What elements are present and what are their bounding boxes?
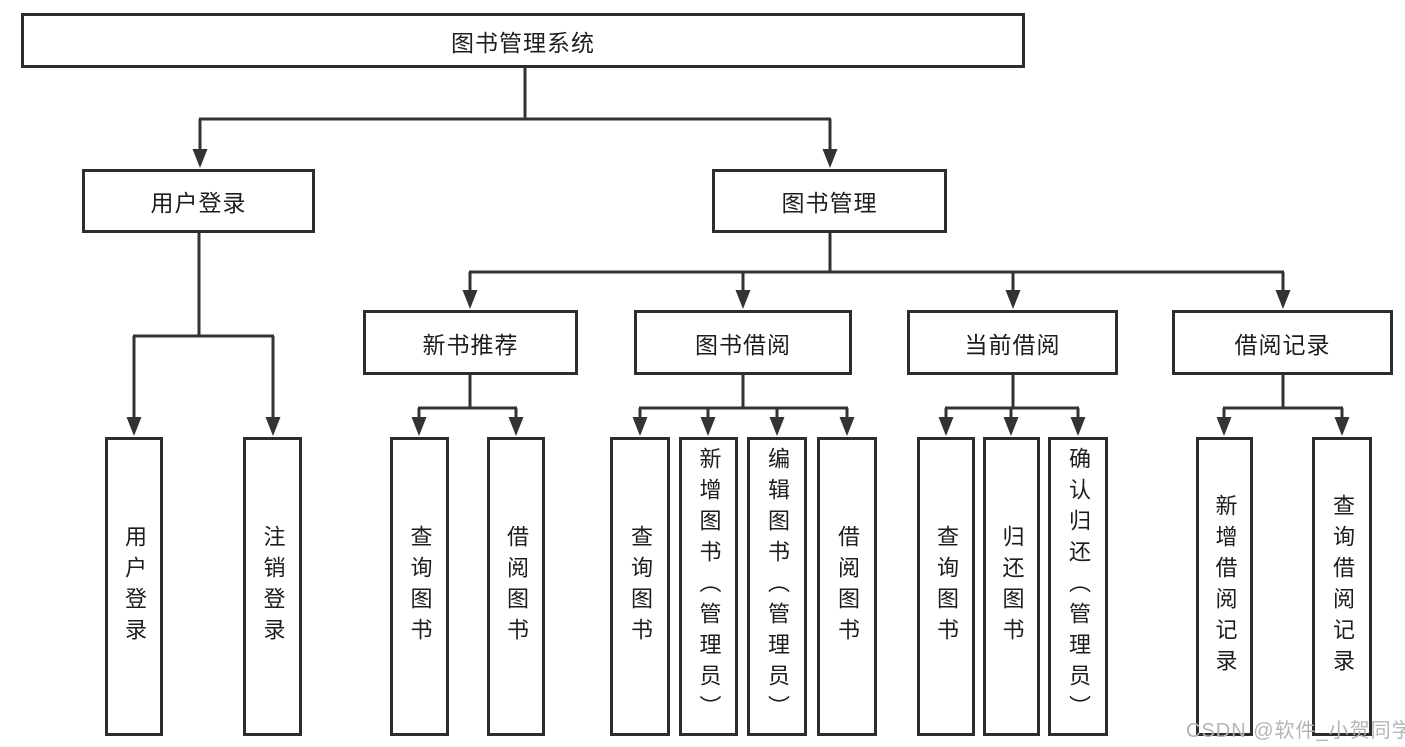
node-v-logout: 注销登录 <box>243 437 302 736</box>
node-label: 图书借阅 <box>695 331 791 358</box>
node-v-query-book-3: 查询图书 <box>917 437 975 736</box>
node-label: 新增借阅记录 <box>1212 493 1238 680</box>
node-label: 新增图书（管理员） <box>696 447 722 726</box>
node-v-query-book-1: 查询图书 <box>390 437 449 736</box>
node-label: 用户登录 <box>122 524 147 649</box>
node-new-book-rec: 新书推荐 <box>363 310 578 375</box>
node-borrow-records: 借阅记录 <box>1172 310 1393 375</box>
node-label: 借阅图书 <box>835 524 860 649</box>
node-v-user-login: 用户登录 <box>105 437 163 736</box>
node-v-edit-book: 编辑图书（管理员） <box>747 437 807 736</box>
node-v-add-book: 新增图书（管理员） <box>679 437 738 736</box>
node-label: 注销登录 <box>260 524 286 649</box>
node-label: 借阅记录 <box>1234 331 1331 358</box>
node-v-borrow-book-2: 借阅图书 <box>817 437 877 736</box>
node-label: 图书管理系统 <box>451 29 595 56</box>
node-label: 用户登录 <box>150 190 247 216</box>
node-label: 确认归还（管理员） <box>1066 447 1091 726</box>
watermark: CSDN @软件_小贺同学 <box>1186 720 1405 742</box>
node-label: 新书推荐 <box>422 331 519 358</box>
node-label: 借阅图书 <box>504 524 529 649</box>
node-current-borrow: 当前借阅 <box>907 310 1118 375</box>
node-label: 归还图书 <box>999 524 1025 649</box>
node-v-return-book: 归还图书 <box>983 437 1040 736</box>
node-label: 当前借阅 <box>964 331 1061 358</box>
node-label: 图书管理 <box>781 190 878 216</box>
node-label: 查询图书 <box>934 524 959 649</box>
node-v-confirm-return: 确认归还（管理员） <box>1048 437 1108 736</box>
node-label: 编辑图书（管理员） <box>765 447 790 726</box>
node-root: 图书管理系统 <box>21 13 1025 68</box>
node-label: 查询图书 <box>628 524 653 649</box>
node-label: 查询图书 <box>407 524 433 649</box>
node-v-query-book-2: 查询图书 <box>610 437 670 736</box>
node-v-add-borrow-record: 新增借阅记录 <box>1196 437 1253 736</box>
node-book-mgmt: 图书管理 <box>712 169 947 233</box>
node-v-borrow-book-1: 借阅图书 <box>487 437 545 736</box>
node-user-login: 用户登录 <box>82 169 315 233</box>
node-v-query-borrow-record: 查询借阅记录 <box>1312 437 1372 736</box>
node-label: 查询借阅记录 <box>1330 493 1355 680</box>
node-book-borrow: 图书借阅 <box>634 310 852 375</box>
